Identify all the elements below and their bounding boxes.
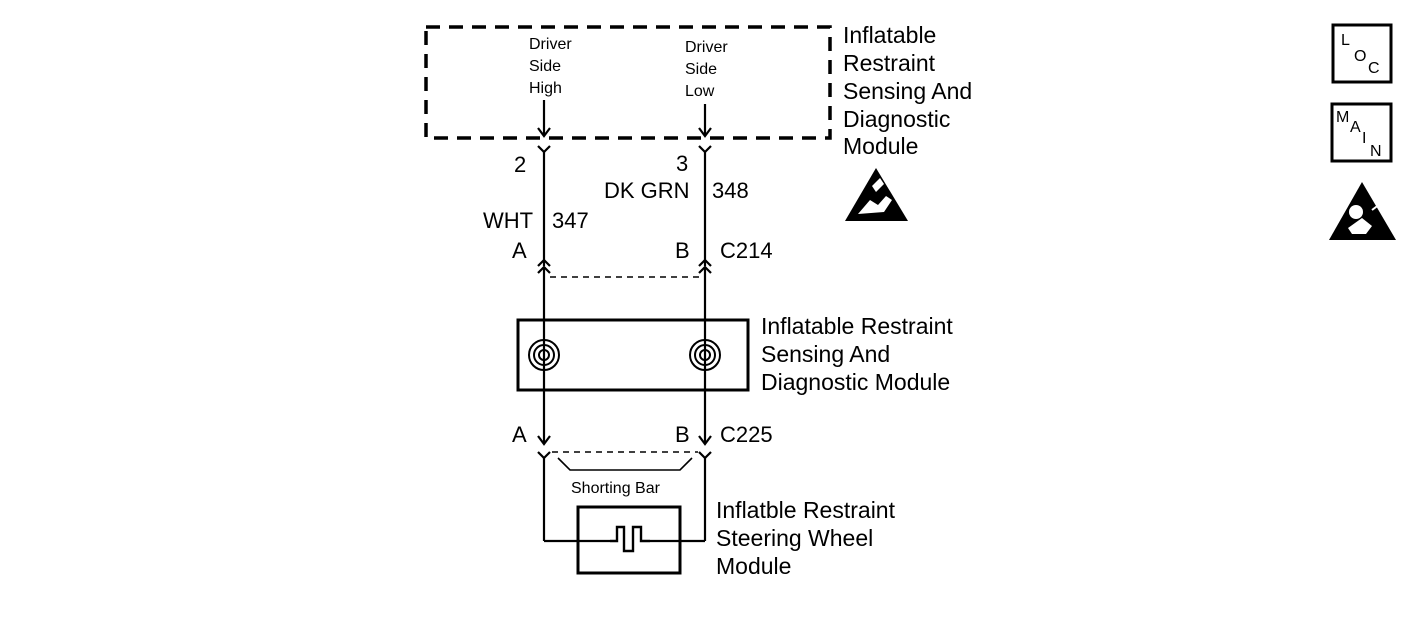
svg-text:L: L bbox=[1341, 32, 1350, 49]
shorting-bar-label: Shorting Bar bbox=[571, 480, 661, 497]
wire-right-circuit: 348 bbox=[712, 178, 749, 203]
main-icon[interactable]: M A I N bbox=[1330, 102, 1393, 163]
wire-left-pin: 2 bbox=[514, 152, 526, 177]
sdm-title-line-1: Inflatable bbox=[843, 22, 936, 48]
c214-pin-a: A bbox=[512, 238, 527, 263]
wire-left-circuit: 347 bbox=[552, 208, 589, 233]
connector-c225: A B C225 Shorting Bar bbox=[512, 422, 773, 497]
svg-text:Sensing And: Sensing And bbox=[761, 341, 890, 367]
c214-pin-b: B bbox=[675, 238, 690, 263]
sdm-title-line-3: Sensing And bbox=[843, 78, 972, 104]
svg-text:Driver: Driver bbox=[685, 39, 728, 56]
wire-right-color: DK GRN bbox=[604, 178, 690, 203]
wire-right bbox=[650, 104, 712, 543]
svg-text:Driver: Driver bbox=[529, 36, 572, 53]
c225-name: C225 bbox=[720, 422, 773, 447]
coil-icon-right bbox=[689, 339, 721, 371]
esd-warning-icon bbox=[845, 168, 908, 221]
svg-text:Inflatable Restraint: Inflatable Restraint bbox=[761, 313, 953, 339]
svg-text:Side: Side bbox=[529, 58, 561, 75]
svg-text:Low: Low bbox=[685, 83, 715, 100]
pin-label-driver-side-high: Driver Side High bbox=[529, 36, 572, 97]
sdm-title-line-2: Restraint bbox=[843, 50, 936, 76]
svg-text:N: N bbox=[1370, 143, 1382, 160]
svg-text:Inflatble Restraint: Inflatble Restraint bbox=[716, 497, 896, 523]
svg-text:Diagnostic Module: Diagnostic Module bbox=[761, 369, 950, 395]
svg-text:Steering Wheel: Steering Wheel bbox=[716, 525, 873, 551]
steering-wheel-module bbox=[576, 505, 682, 575]
svg-text:O: O bbox=[1354, 48, 1366, 65]
sdm-dashed-housing bbox=[424, 25, 832, 140]
sdm-title-line-5: Module bbox=[843, 133, 918, 159]
connector-c214: A B C214 bbox=[512, 238, 773, 278]
location-icon[interactable]: L O C bbox=[1331, 23, 1393, 84]
wire-right-pin: 3 bbox=[676, 151, 688, 176]
steering-wheel-module-title: Inflatble Restraint Steering Wheel Modul… bbox=[716, 497, 896, 579]
sdm-title-line-4: Diagnostic bbox=[843, 106, 950, 132]
clockspring-module bbox=[516, 318, 750, 392]
wire-left-color: WHT bbox=[483, 208, 533, 233]
clockspring-title: Inflatable Restraint Sensing And Diagnos… bbox=[761, 313, 953, 395]
c225-pin-b: B bbox=[675, 422, 690, 447]
svg-text:A: A bbox=[1350, 119, 1361, 136]
pin-label-driver-side-low: Driver Side Low bbox=[685, 39, 728, 100]
coil-icon-left bbox=[528, 339, 560, 371]
wire-left bbox=[537, 100, 610, 543]
svg-text:High: High bbox=[529, 80, 562, 97]
svg-text:C: C bbox=[1368, 60, 1380, 77]
c225-pin-a: A bbox=[512, 422, 527, 447]
svg-text:Side: Side bbox=[685, 61, 717, 78]
sdm-title: Inflatable Restraint Sensing And Diagnos… bbox=[843, 22, 972, 159]
airbag-warning-icon bbox=[1329, 182, 1396, 240]
svg-text:M: M bbox=[1336, 109, 1349, 126]
svg-text:I: I bbox=[1362, 130, 1366, 147]
c214-name: C214 bbox=[720, 238, 773, 263]
svg-text:Module: Module bbox=[716, 553, 791, 579]
